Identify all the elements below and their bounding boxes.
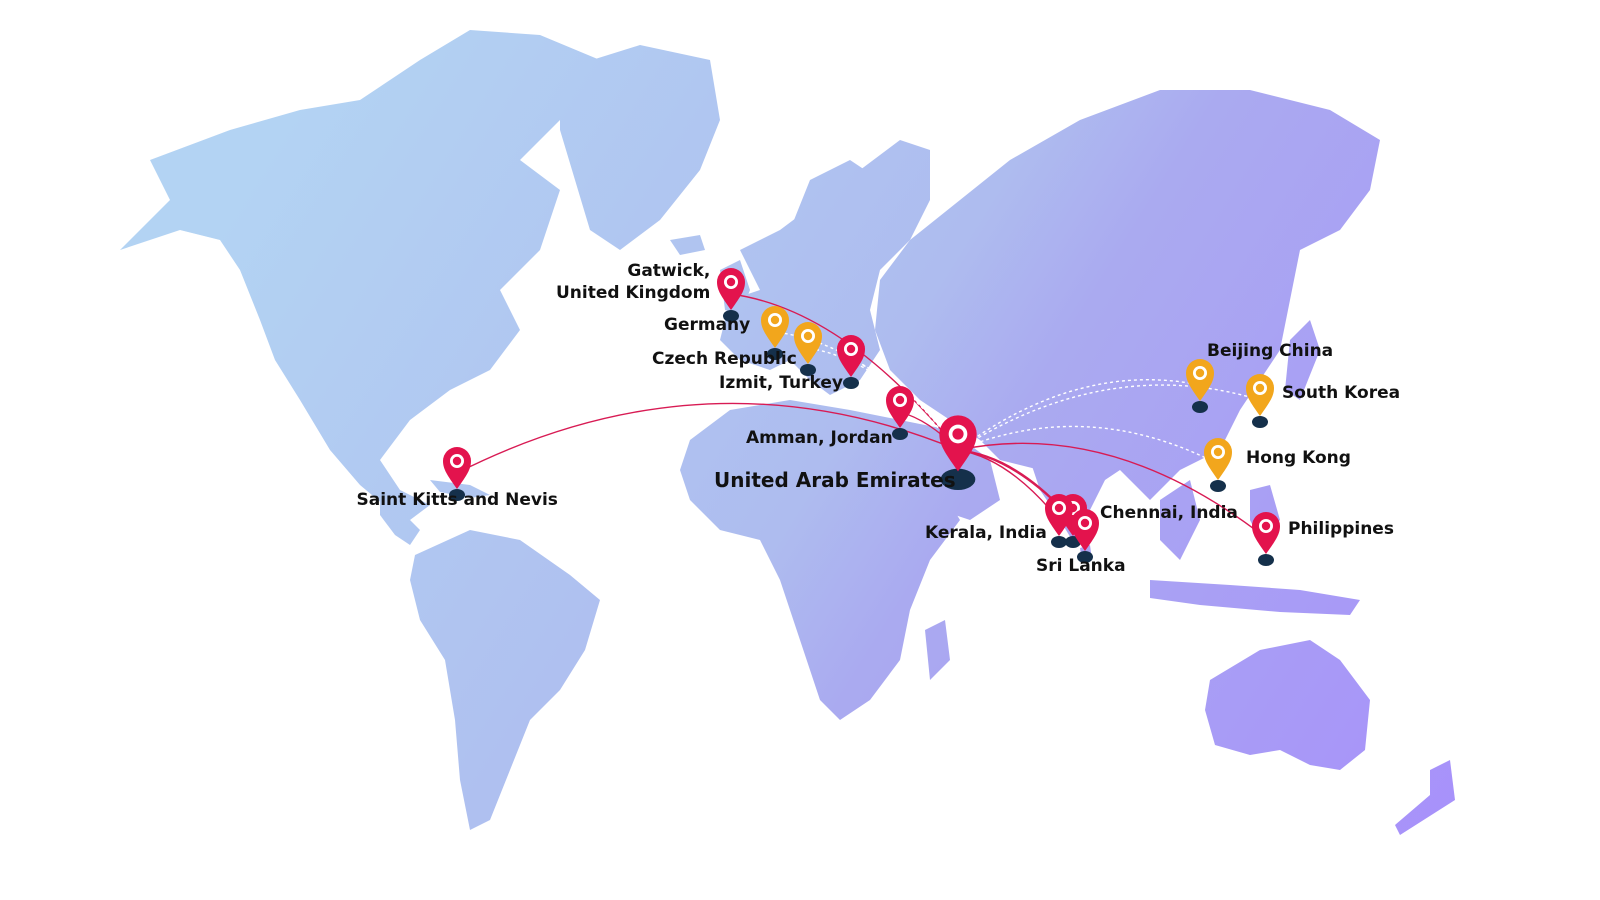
location-label-line: Kerala, India — [925, 523, 1047, 543]
southeast-asia-landmass — [1160, 480, 1200, 560]
central-america-landmass — [380, 490, 420, 545]
location-label-chennai: Chennai, India — [1100, 502, 1238, 524]
location-label-line: Philippines — [1288, 519, 1394, 539]
map-pin-icon[interactable] — [1065, 505, 1105, 565]
map-pin-icon[interactable] — [1240, 370, 1280, 430]
map-pin-icon[interactable] — [1180, 355, 1220, 415]
location-label-amman: Amman, Jordan — [746, 427, 893, 449]
location-label-germany: Germany — [664, 314, 750, 336]
iceland-landmass — [670, 235, 705, 255]
hub-pin-icon[interactable] — [931, 410, 985, 490]
location-label-line: Amman, Jordan — [746, 428, 893, 448]
route-south-korea — [957, 384, 1261, 451]
japan-landmass — [1285, 320, 1320, 400]
location-label-czech: Czech Republic — [652, 348, 797, 370]
location-label-south-korea: South Korea — [1282, 382, 1400, 404]
location-label-line: Chennai, India — [1100, 503, 1238, 523]
location-label-line: Hong Kong — [1246, 448, 1351, 468]
location-label-kerala: Kerala, India — [925, 522, 1047, 544]
route-beijing — [957, 379, 1201, 451]
caribbean-islands — [430, 480, 490, 498]
map-pin-icon[interactable] — [1198, 434, 1238, 494]
greenland-landmass — [560, 45, 720, 250]
map-pin-icon[interactable] — [1039, 490, 1079, 550]
location-label-philippines: Philippines — [1288, 518, 1394, 540]
location-label-line: United Kingdom — [556, 283, 711, 303]
madagascar-landmass — [925, 620, 950, 680]
arctic-islands — [420, 30, 600, 95]
new-zealand-landmass — [1395, 760, 1455, 835]
location-label-izmit: Izmit, Turkey — [719, 372, 843, 394]
location-label-beijing: Beijing China — [1207, 340, 1333, 362]
location-label-line: Czech Republic — [652, 349, 797, 369]
route-hong-kong — [957, 425, 1219, 465]
south-america-landmass — [410, 530, 600, 830]
indonesia-islands — [1150, 580, 1360, 615]
scandinavia-landmass — [790, 160, 880, 280]
map-pin-icon[interactable] — [711, 264, 751, 324]
location-label-line: Gatwick, — [627, 261, 711, 281]
map-pin-icon[interactable] — [880, 382, 920, 442]
location-label-line: Izmit, Turkey — [719, 373, 843, 393]
location-label-line: Sri Lanka — [1036, 556, 1126, 576]
map-pin-icon[interactable] — [1246, 508, 1286, 568]
australia-landmass — [1205, 640, 1370, 770]
map-pin-icon[interactable] — [437, 443, 477, 503]
map-pin-icon[interactable] — [831, 331, 871, 391]
route-philippines — [957, 442, 1267, 539]
location-label-line: Germany — [664, 315, 751, 335]
hub-label: United Arab Emirates — [714, 468, 956, 492]
location-label-hong-kong: Hong Kong — [1246, 447, 1351, 469]
africa-landmass — [680, 400, 960, 720]
north-america-landmass — [120, 50, 560, 520]
map-pin-icon[interactable] — [788, 318, 828, 378]
route-saint-kitts — [456, 402, 959, 474]
asia-landmass — [875, 90, 1380, 520]
location-label-gatwick: Gatwick,United Kingdom — [556, 260, 710, 304]
map-pin-icon[interactable] — [755, 302, 795, 362]
location-label-line: South Korea — [1282, 383, 1401, 403]
location-label-line: Saint Kitts and Nevis — [356, 490, 558, 510]
location-label-line: Beijing China — [1207, 341, 1334, 361]
location-label-saint-kitts: Saint Kitts and Nevis — [357, 489, 558, 511]
location-label-sri-lanka: Sri Lanka — [1036, 555, 1126, 577]
